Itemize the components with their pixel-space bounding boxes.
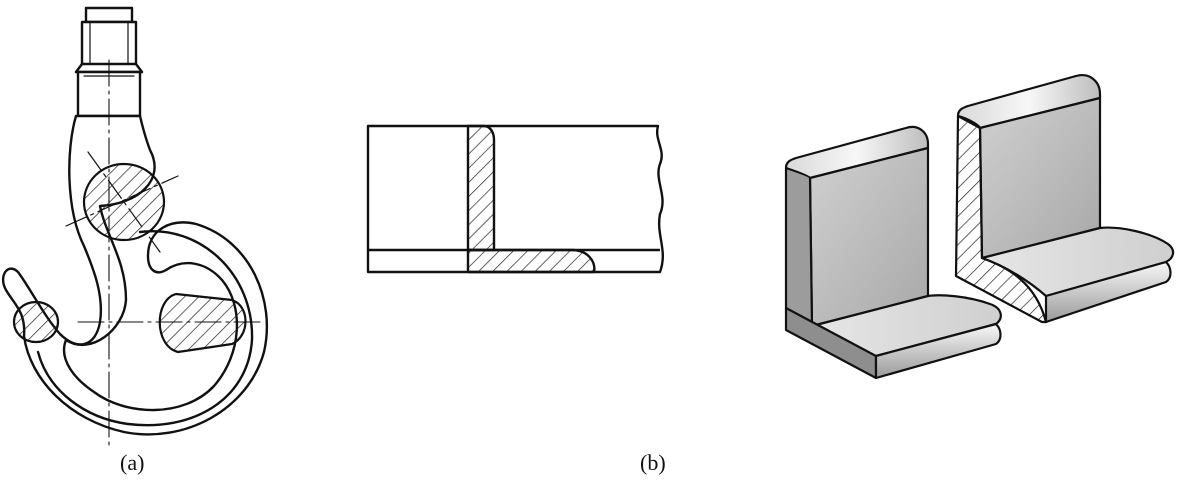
section-rib-hatched bbox=[466, 124, 496, 252]
crane-hook-drawing bbox=[1, 6, 269, 449]
angle-3d-whole bbox=[784, 125, 1002, 380]
hook-inner-outline bbox=[36, 229, 254, 427]
angle-3d-sectioned bbox=[954, 74, 1175, 324]
section-outline bbox=[366, 124, 664, 274]
hook-outer-outline bbox=[1, 114, 269, 436]
hook-upper-section bbox=[65, 151, 179, 253]
section-flange-hatched bbox=[466, 248, 596, 274]
hook-tip-section bbox=[12, 300, 60, 344]
hook-side-section bbox=[158, 292, 247, 354]
caption-a: (a) bbox=[120, 450, 145, 475]
angle-section-view bbox=[366, 124, 664, 274]
caption-b: (b) bbox=[640, 450, 666, 475]
